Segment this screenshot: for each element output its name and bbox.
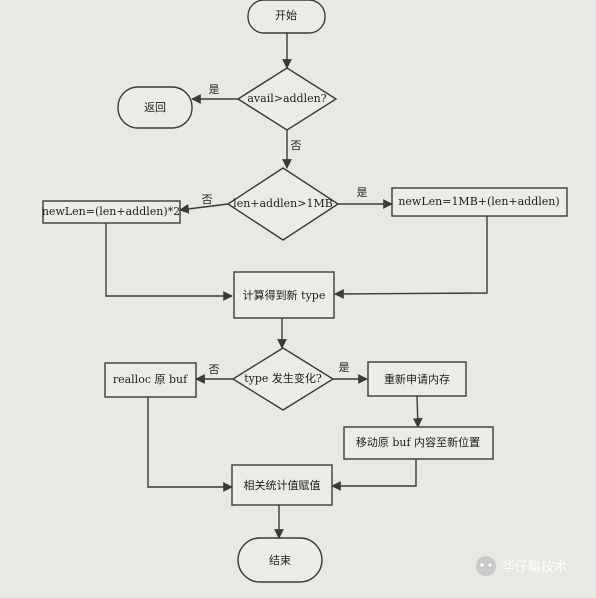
node-assign-stats: 相关统计值赋值 — [231, 464, 333, 506]
node-calc-type: 计算得到新 type — [233, 271, 335, 319]
node-cond-avail-label: avail>addlen? — [247, 92, 326, 105]
watermark-text: 华仔聊技术 — [502, 560, 567, 575]
node-calc-type-label: 计算得到新 type — [243, 288, 326, 302]
chat-bubble-icon — [476, 556, 496, 576]
edge-double-to-calc — [105, 223, 233, 301]
edge-plus-to-calc — [334, 216, 488, 299]
node-start-label: 开始 — [275, 8, 297, 22]
node-newlen-plus-label: newLen=1MB+(len+addlen) — [398, 195, 559, 208]
edge-move-to-assign — [331, 458, 417, 491]
node-move-buf-label: 移动原 buf 内容至新位置 — [356, 435, 480, 449]
node-cond-len: len+addlen>1MB — [226, 167, 340, 241]
node-cond-type-label: type 发生变化? — [244, 371, 322, 385]
connectors — [105, 33, 488, 539]
edge-label-type-no: 否 — [209, 363, 220, 376]
node-assign-stats-label: 相关统计值赋值 — [244, 478, 321, 492]
edge-labels: 是 否 否 是 否 是 — [202, 83, 368, 376]
node-end-label: 结束 — [269, 554, 291, 567]
node-realloc-new-label: 重新申请内存 — [384, 372, 450, 386]
edge-label-avail-no: 否 — [291, 139, 302, 152]
edge-label-avail-yes: 是 — [209, 83, 220, 96]
node-cond-len-label: len+addlen>1MB — [233, 197, 333, 210]
node-return: 返回 — [117, 86, 193, 129]
edge-realloc-to-assign — [147, 397, 233, 492]
watermark: 华仔聊技术 — [476, 556, 567, 576]
node-end: 结束 — [237, 537, 323, 583]
node-cond-type: type 发生变化? — [231, 347, 335, 411]
node-newlen-plus: newLen=1MB+(len+addlen) — [391, 187, 568, 217]
node-return-label: 返回 — [144, 101, 166, 114]
node-realloc-new: 重新申请内存 — [367, 361, 467, 397]
edge-label-len-yes: 是 — [357, 186, 368, 199]
edge-new-to-move — [412, 395, 423, 428]
node-start: 开始 — [247, 0, 326, 34]
node-realloc: realloc 原 buf — [104, 362, 197, 398]
edge-label-type-yes: 是 — [339, 361, 350, 374]
node-newlen-double-label: newLen=(len+addlen)*2 — [42, 205, 180, 218]
node-newlen-double: newLen=(len+addlen)*2 — [42, 200, 181, 224]
node-cond-avail: avail>addlen? — [236, 67, 338, 131]
node-realloc-label: realloc 原 buf — [113, 373, 188, 386]
edge-label-len-no: 否 — [202, 193, 213, 206]
node-move-buf: 移动原 buf 内容至新位置 — [343, 426, 494, 460]
edge-len-no-to-double — [179, 203, 229, 214]
